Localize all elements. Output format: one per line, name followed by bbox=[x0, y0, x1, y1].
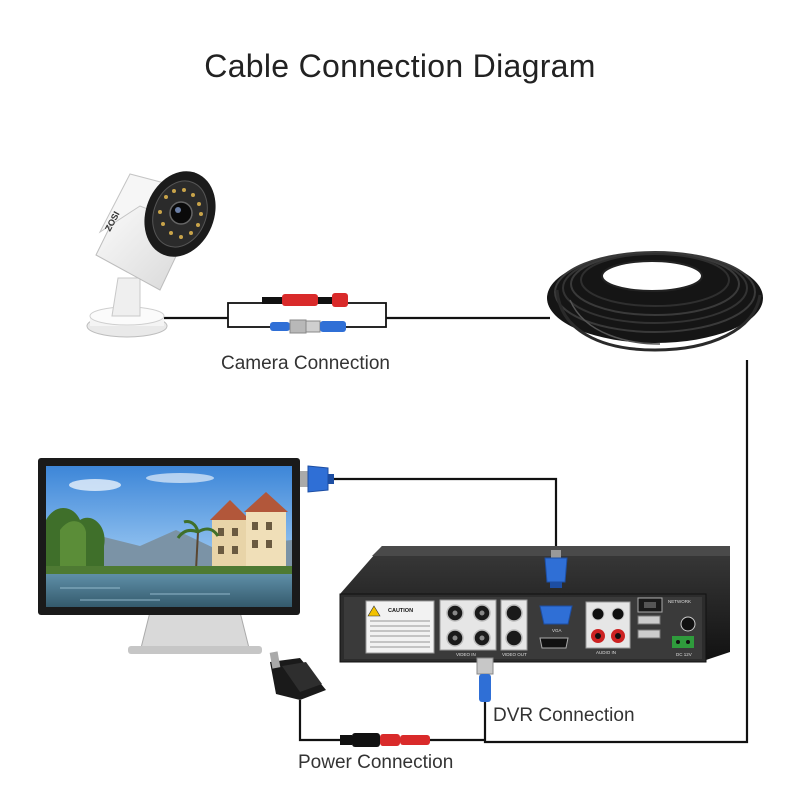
power-input-port: DC 12V bbox=[672, 616, 696, 657]
camera-connection-label: Camera Connection bbox=[221, 353, 390, 374]
svg-text:DC 12V: DC 12V bbox=[676, 652, 692, 657]
dvr-connection-label: DVR Connection bbox=[493, 705, 635, 726]
video-in-ports: VIDEO IN bbox=[439, 599, 497, 657]
svg-text:AUDIO IN: AUDIO IN bbox=[596, 650, 616, 655]
dvr-video-plug-icon bbox=[476, 657, 494, 702]
power-plug-icon bbox=[340, 733, 430, 747]
camera-power-plug-icon bbox=[262, 293, 348, 307]
vga-plug-dvr-icon bbox=[544, 550, 568, 588]
svg-text:VIDEO IN: VIDEO IN bbox=[456, 652, 476, 657]
svg-text:VGA: VGA bbox=[552, 628, 562, 633]
vga-plug-monitor-icon bbox=[300, 465, 334, 493]
video-out-ports: VIDEO OUT bbox=[500, 599, 528, 657]
page-title: Cable Connection Diagram bbox=[204, 48, 596, 84]
power-connection-label: Power Connection bbox=[298, 752, 454, 773]
audio-ports: AUDIO IN bbox=[585, 601, 631, 655]
vga-port-icon: VGA bbox=[539, 605, 573, 633]
hdmi-port-icon bbox=[539, 637, 569, 649]
svg-text:NETWORK: NETWORK bbox=[668, 599, 691, 604]
cable-reel-icon bbox=[547, 251, 763, 352]
usb-network-ports: NETWORK bbox=[637, 597, 691, 639]
monitor-icon bbox=[38, 458, 300, 654]
camera-video-plug-icon bbox=[270, 319, 346, 334]
svg-text:VIDEO OUT: VIDEO OUT bbox=[502, 652, 527, 657]
svg-text:CAUTION: CAUTION bbox=[388, 608, 413, 614]
camera-icon: ZOSI bbox=[86, 171, 216, 338]
caution-label: CAUTION bbox=[365, 600, 435, 654]
power-adapter-icon bbox=[269, 651, 326, 700]
